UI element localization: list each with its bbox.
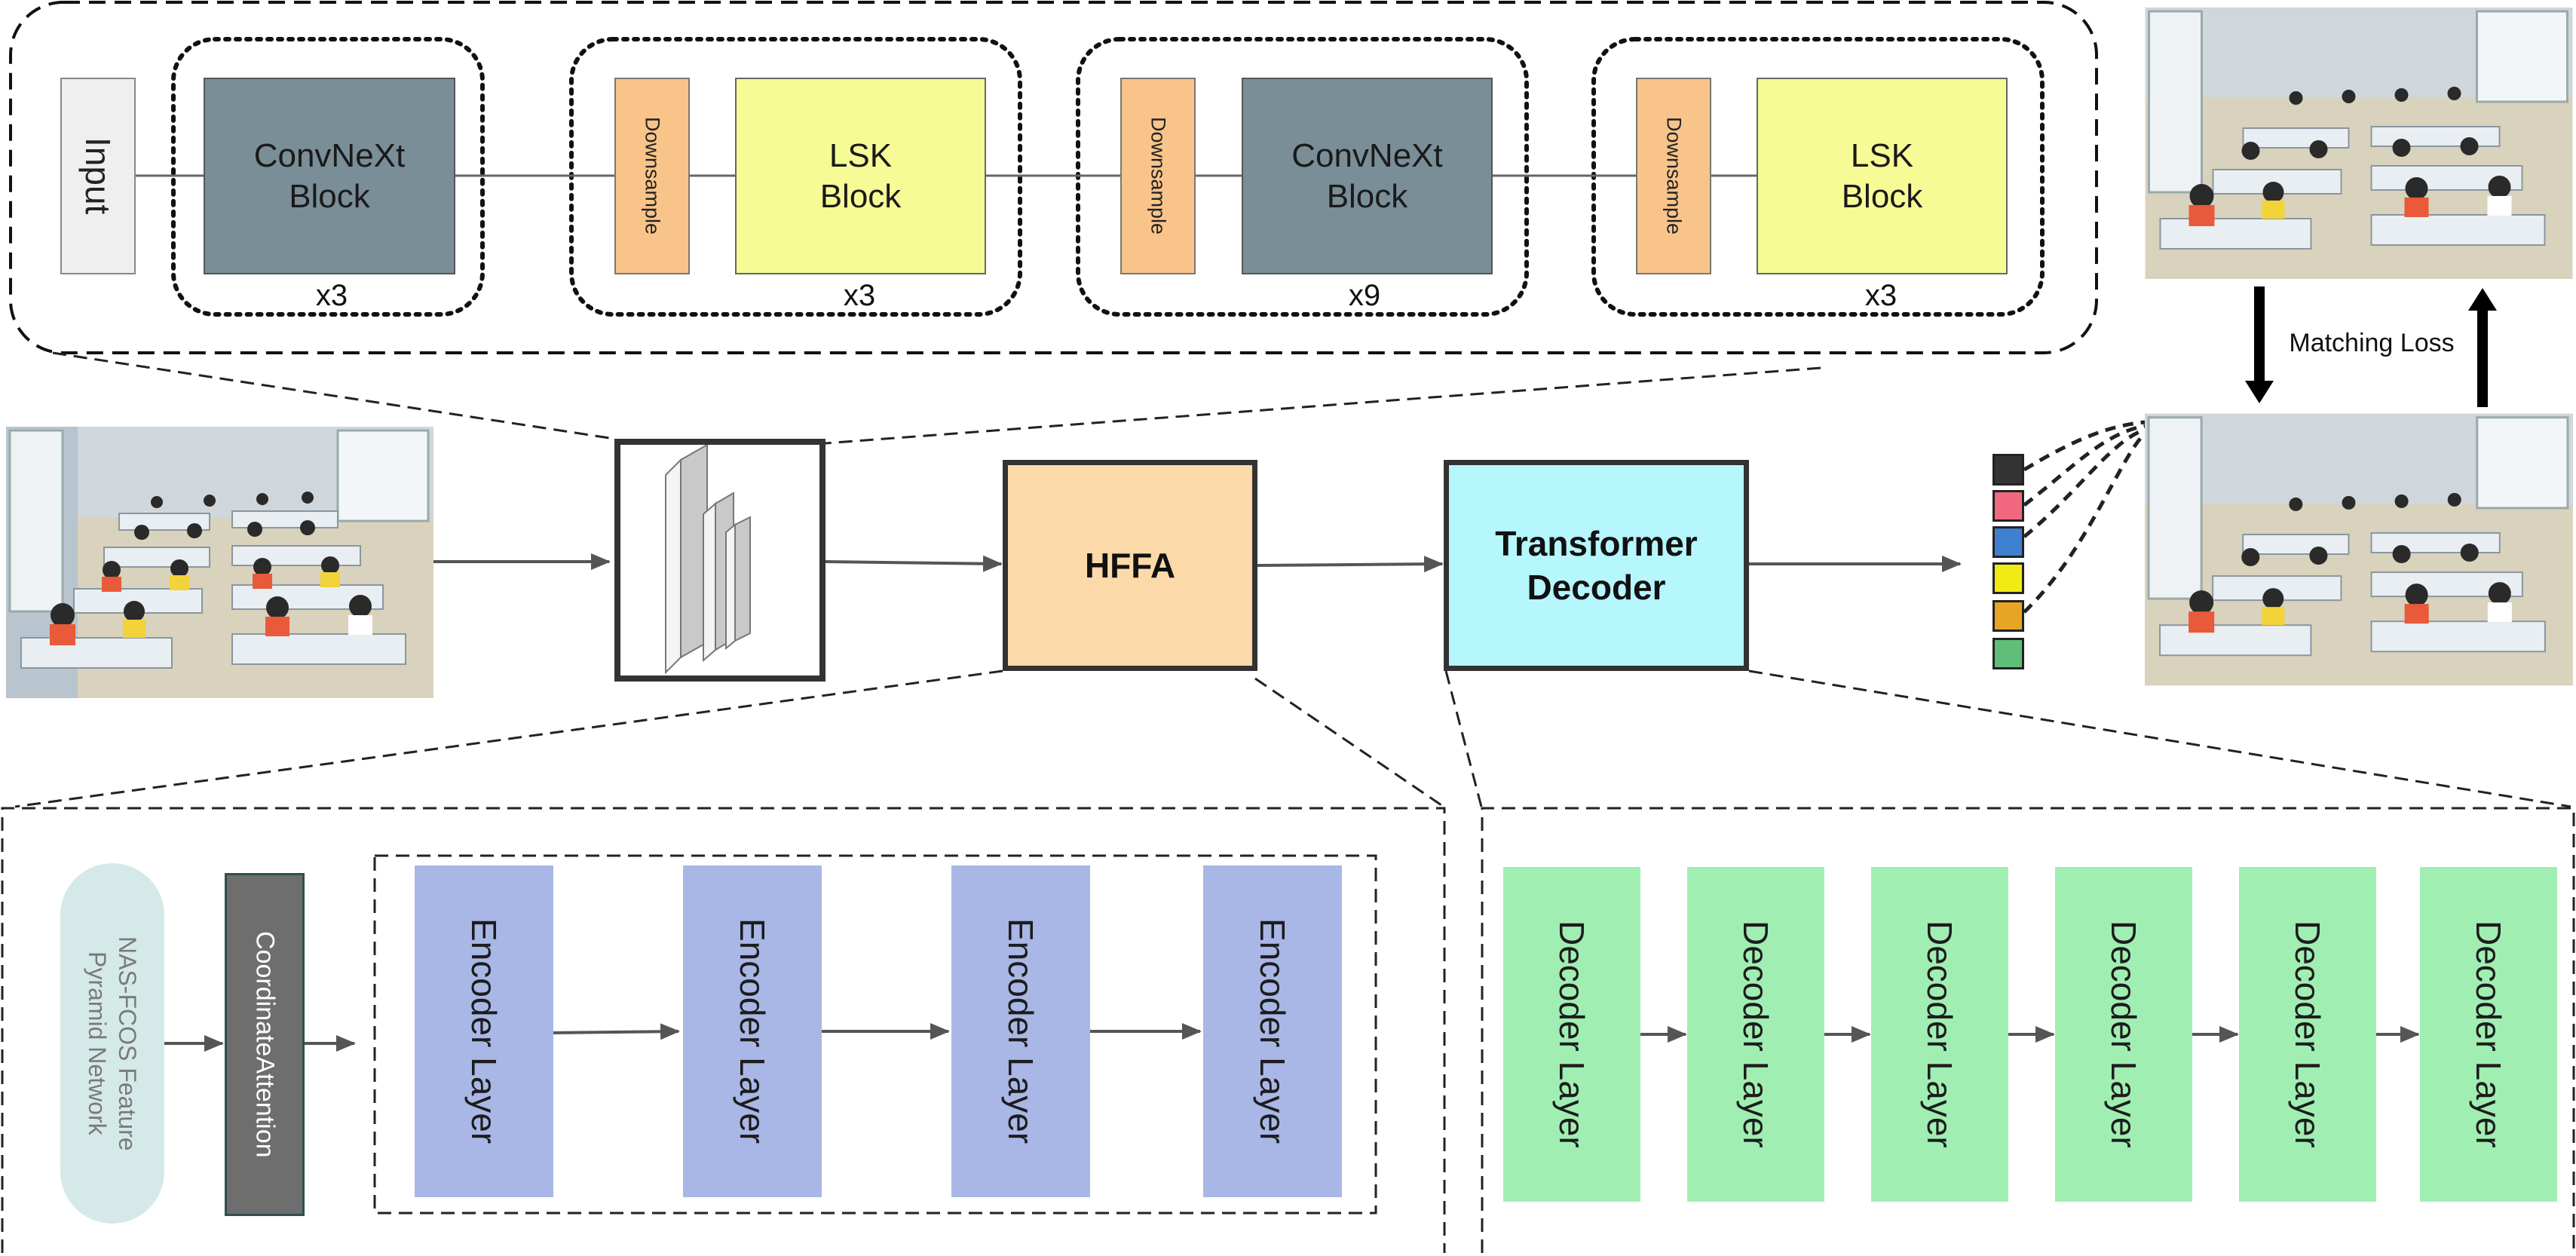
decoder-layer-6-label: Decoder Layer [2469,921,2508,1148]
encoder-layer-1: Encoder Layer [415,865,553,1197]
convnext-block-2: ConvNeXt Block [1242,78,1493,274]
repeat-label-2: x3 [843,279,876,312]
decoder-layer-4: Decoder Layer [2055,867,2192,1202]
query-square-3 [1992,526,2024,558]
query-square-2 [1992,490,2024,522]
downsample-block-2: Downsample [1120,78,1196,274]
decoder-layer-5-label: Decoder Layer [2288,921,2327,1148]
pyramid-network-block: NAS-FCOS Feature Pyramid Network [60,863,164,1224]
query-square-4 [1992,562,2024,594]
transformer-decoder-label: Transformer Decoder [1495,524,1698,607]
encoder-layer-2: Encoder Layer [683,865,822,1197]
decoder-layer-6: Decoder Layer [2420,867,2557,1202]
query-square-6 [1992,638,2024,669]
encoder-layer-1-label: Encoder Layer [464,918,504,1144]
decoder-layer-1-label: Decoder Layer [1552,921,1591,1148]
coordinate-attention-block: CoordinateAttention [225,873,305,1216]
input-label: Input [78,137,118,215]
backbone-container [9,1,2098,354]
lsk-block-1-label: LSK Block [819,136,902,215]
hffa-block: HFFA [1003,460,1257,671]
backbone-icon [614,439,825,682]
encoder-group [373,854,1377,1215]
classroom-photo-target [2145,8,2573,279]
lsk-block-2: LSK Block [1757,78,2008,274]
repeat-label-4: x3 [1864,279,1898,312]
decoder-layer-4-label: Decoder Layer [2104,921,2143,1148]
repeat-label-1: x3 [315,279,348,312]
classroom-photo-input [6,427,433,698]
downsample-block-1: Downsample [614,78,690,274]
convnext-block-1-label: ConvNeXt Block [253,136,406,215]
convnext-block-1: ConvNeXt Block [204,78,455,274]
downsample-block-2-label: Downsample [1147,117,1170,235]
downsample-block-3-label: Downsample [1662,117,1686,235]
stacked-feature-maps-icon [665,443,751,675]
repeat-label-3: x9 [1348,279,1381,312]
decoder-layer-1: Decoder Layer [1503,867,1640,1202]
downsample-block-3: Downsample [1636,78,1711,274]
pyramid-network-label: NAS-FCOS Feature Pyramid Network [84,936,141,1151]
encoder-layer-4: Encoder Layer [1203,865,1342,1197]
encoder-layer-3-label: Encoder Layer [1001,918,1040,1144]
downsample-block-1-label: Downsample [641,117,664,235]
decoder-layer-5: Decoder Layer [2239,867,2376,1202]
query-square-1 [1992,454,2024,486]
decoder-layer-3-label: Decoder Layer [1920,921,1959,1148]
convnext-block-2-label: ConvNeXt Block [1291,136,1443,215]
decoder-layer-2: Decoder Layer [1687,867,1824,1202]
encoder-layer-4-label: Encoder Layer [1253,918,1292,1144]
hffa-label: HFFA [1084,546,1176,585]
coordinate-attention-label: CoordinateAttention [250,931,280,1158]
decoder-layer-2-label: Decoder Layer [1736,921,1775,1148]
transformer-decoder-block: Transformer Decoder [1444,460,1749,671]
query-square-5 [1992,600,2024,632]
encoder-layer-2-label: Encoder Layer [733,918,772,1144]
decoder-layer-3: Decoder Layer [1871,867,2008,1202]
encoder-layer-3: Encoder Layer [951,865,1090,1197]
matching-loss-label: Matching Loss [2289,329,2455,357]
classroom-photo-prediction [2145,413,2573,686]
input-block: Input [60,78,136,274]
lsk-block-2-label: LSK Block [1841,136,1923,215]
lsk-block-1: LSK Block [735,78,986,274]
